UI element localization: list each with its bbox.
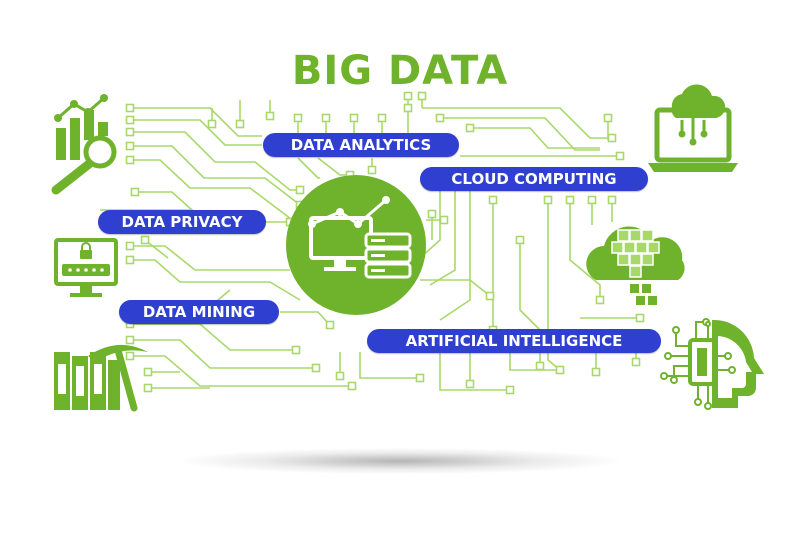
- laptop-cloud-icon: [648, 84, 738, 172]
- ai-head-circuit-icon: [660, 318, 764, 410]
- books-pickaxe-icon: [54, 344, 148, 412]
- server-database-chart-icon: [286, 175, 426, 315]
- label-cloud-computing: CLOUD COMPUTING: [420, 167, 648, 191]
- label-data-privacy: DATA PRIVACY: [98, 210, 266, 234]
- label-data-mining: DATA MINING: [119, 300, 279, 324]
- diagram-title: BIG DATA: [291, 48, 509, 94]
- monitor-lock-password-icon: [54, 238, 118, 297]
- analytics-magnifier-icon: [51, 94, 117, 195]
- label-artificial-intelligence: ARTIFICIAL INTELLIGENCE: [367, 329, 661, 353]
- cloud-cubes-icon: [586, 226, 685, 305]
- floor-shadow: [180, 448, 620, 474]
- label-data-analytics: DATA ANALYTICS: [263, 133, 459, 157]
